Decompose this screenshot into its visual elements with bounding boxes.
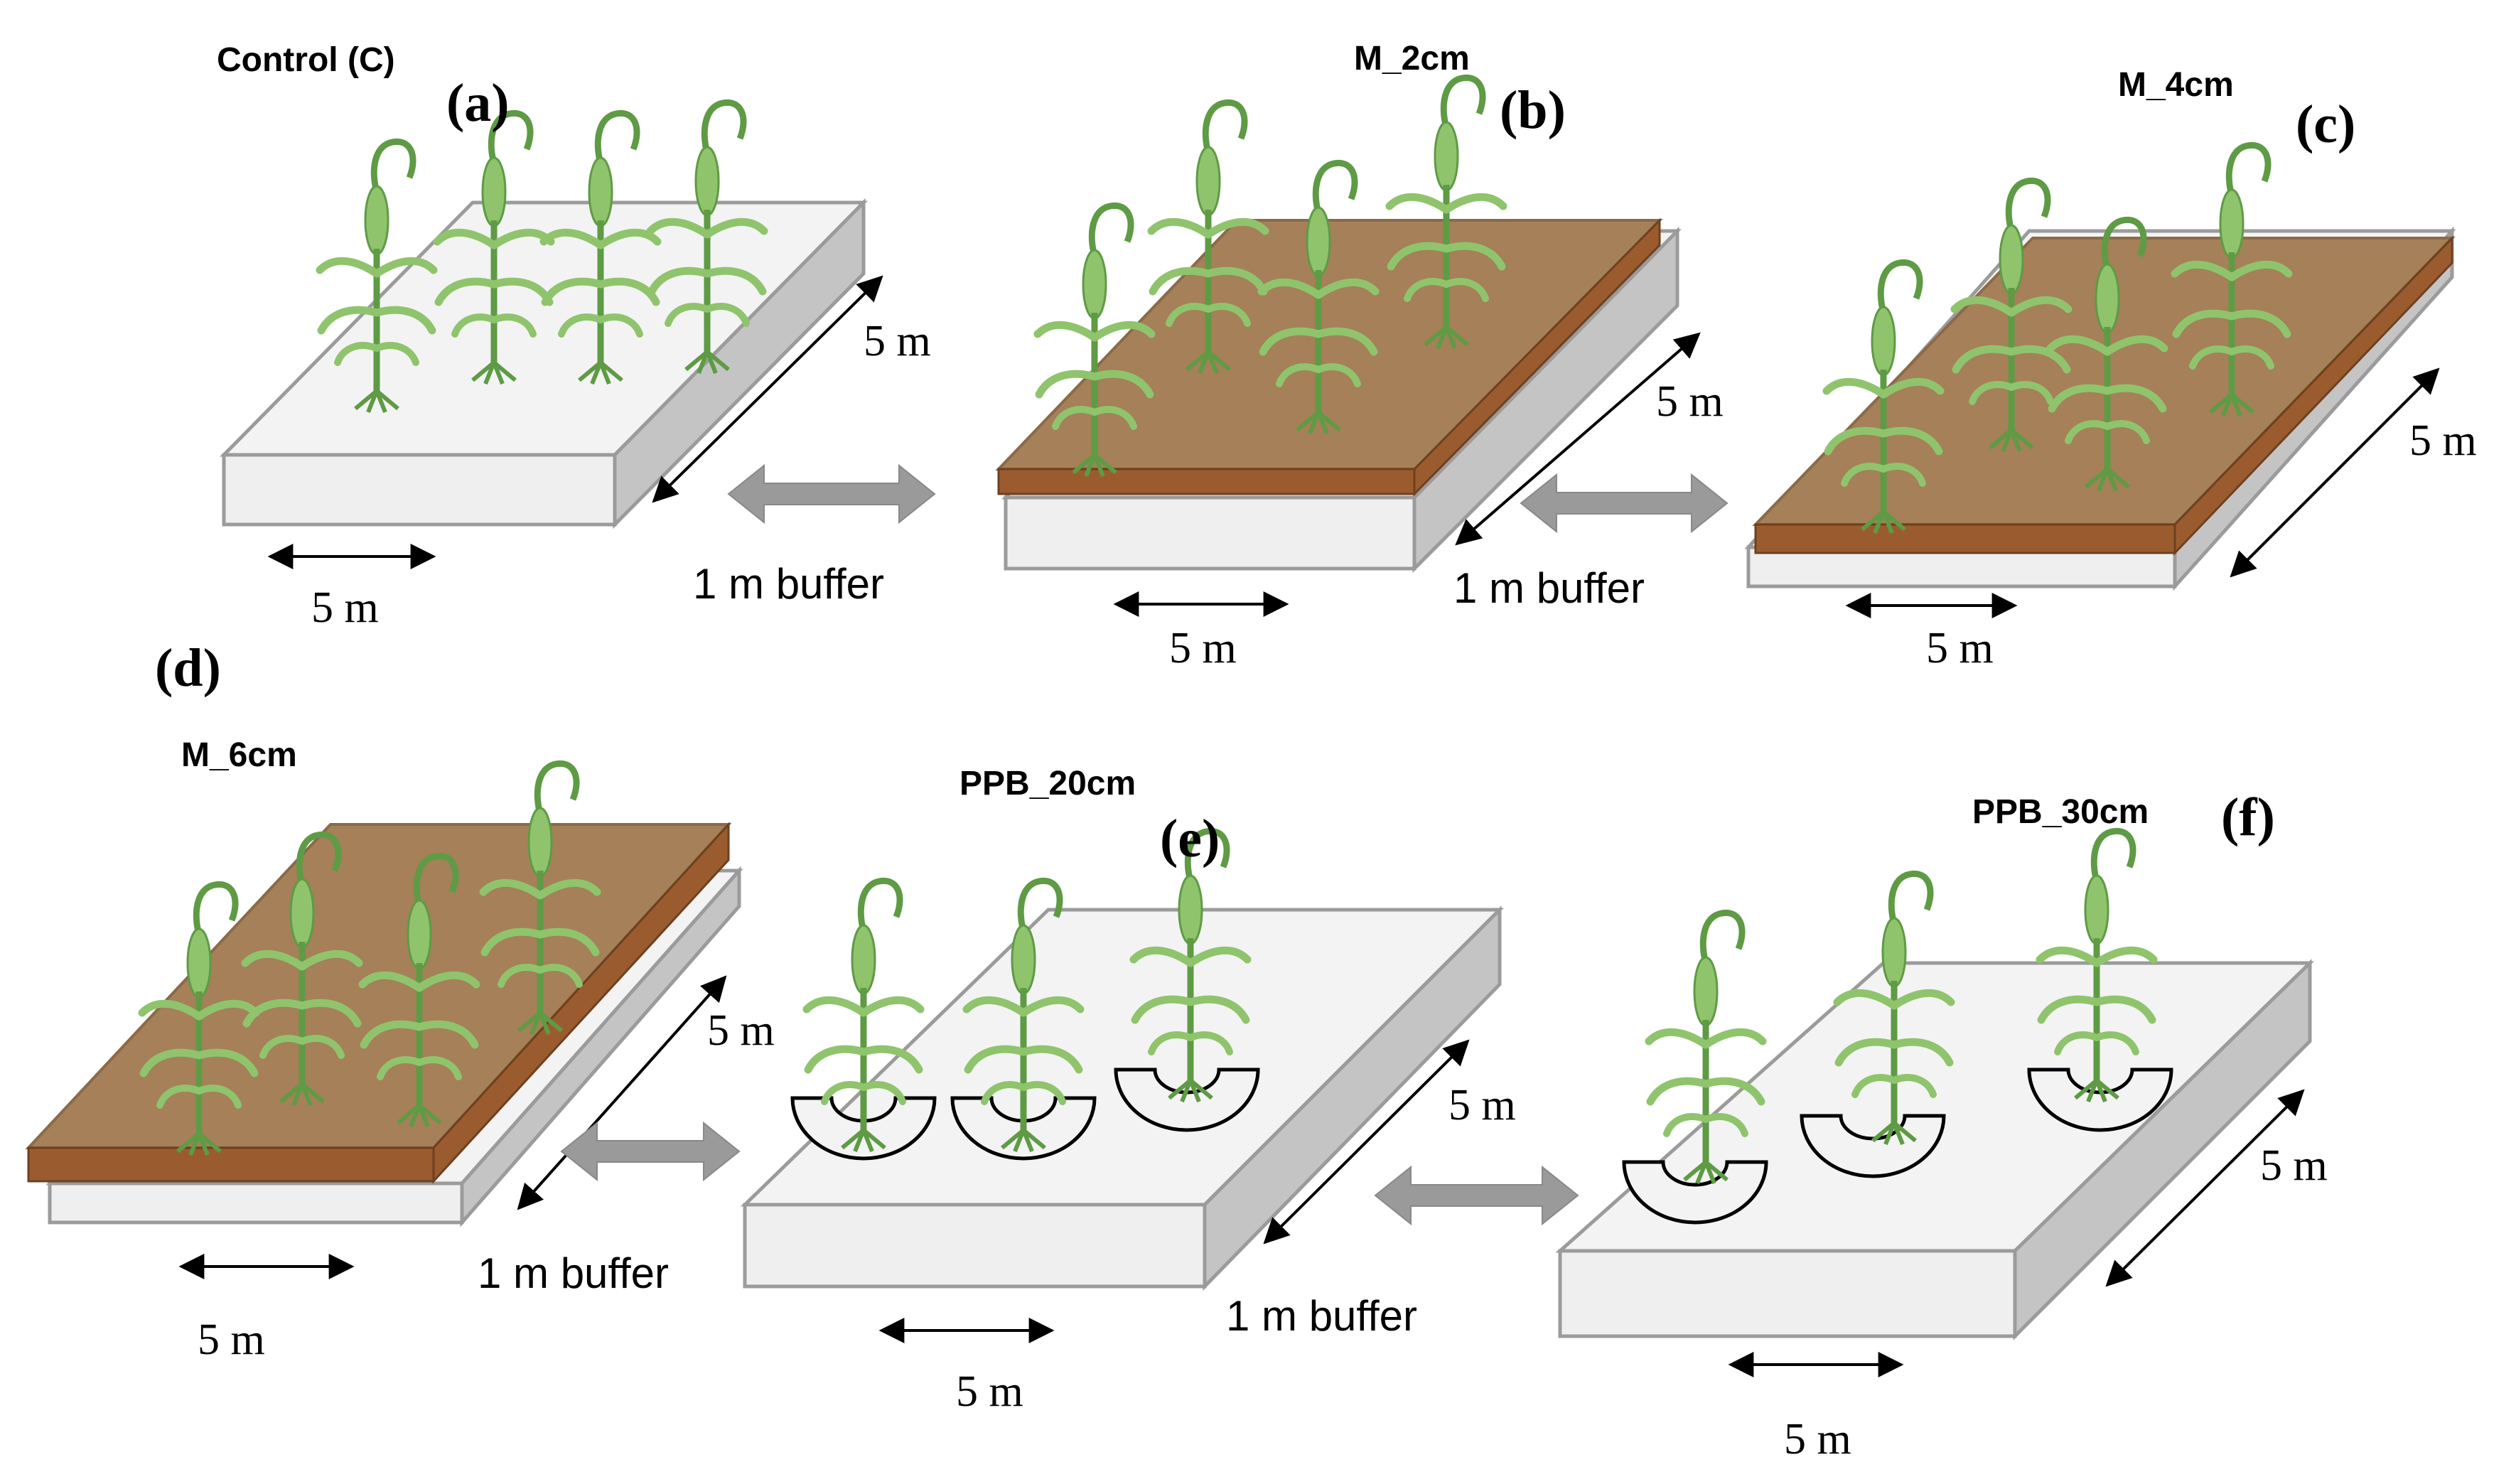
panel-f-ppb-30cm: PPB_30cm (f) 5 m 5 m <box>1555 787 2328 1463</box>
treatment-label-e: PPB_20cm <box>959 765 1136 802</box>
length-arrow-d <box>517 975 727 1210</box>
buffer-ef: 1 m buffer <box>1226 1165 1579 1340</box>
treatment-label-a: Control (C) <box>217 41 395 79</box>
length-arrow-f <box>2105 1089 2305 1287</box>
bed-a-front <box>222 453 617 527</box>
width-label-a: 5 m <box>311 584 379 632</box>
buffer-label-bc: 1 m buffer <box>1453 564 1645 612</box>
panel-a-control: Control (C) (a) 5 m 5 m <box>217 41 931 632</box>
buffer-arrow-icon <box>1374 1165 1579 1226</box>
treatment-label-f: PPB_30cm <box>1972 793 2149 831</box>
buffer-arrow-icon <box>727 463 936 525</box>
length-arrow-e <box>1263 1039 1470 1244</box>
length-arrow-a <box>652 275 883 503</box>
length-arrow-c <box>2230 367 2440 578</box>
panel-c-mulch-4cm: M_4cm (c) 5 m 5 m <box>1744 66 2477 672</box>
mulch-d-front <box>27 1146 435 1183</box>
length-label-d: 5 m <box>707 1006 775 1055</box>
buffer-arrow-icon <box>560 1121 741 1182</box>
length-arrow-b <box>1455 332 1701 546</box>
bed-e-front <box>743 1203 1207 1289</box>
width-label-d: 5 m <box>198 1316 265 1364</box>
width-label-c: 5 m <box>1926 624 1994 672</box>
buffer-label-ef: 1 m buffer <box>1226 1292 1417 1340</box>
treatment-label-c: M_4cm <box>2118 66 2234 104</box>
buffer-bc: 1 m buffer <box>1453 473 1729 612</box>
length-label-f: 5 m <box>2260 1141 2328 1190</box>
panel-b-mulch-2cm: M_2cm (b) 5 m 5 m <box>995 40 1724 672</box>
treatment-label-b: M_2cm <box>1354 40 1470 77</box>
width-label-b: 5 m <box>1169 624 1237 672</box>
bed-f-front <box>1558 1249 2017 1338</box>
buffer-de: 1 m buffer <box>478 1121 741 1297</box>
panel-letter-d: (d) <box>155 638 221 698</box>
panel-e-ppb-20cm: PPB_20cm (e) 5 m 5 m <box>740 765 1516 1416</box>
length-label-a: 5 m <box>864 317 931 365</box>
bed-d-front <box>48 1181 464 1225</box>
panel-letter-c: (c) <box>2296 95 2355 154</box>
panel-letter-a: (a) <box>446 73 510 133</box>
width-label-e: 5 m <box>956 1367 1023 1416</box>
panel-letter-b: (b) <box>1500 80 1566 140</box>
buffer-arrow-icon <box>1520 473 1729 534</box>
panel-d-mulch-6cm: (d) M_6cm 5 m 5 m <box>25 638 775 1364</box>
length-label-c: 5 m <box>2409 416 2477 465</box>
panel-letter-f: (f) <box>2221 787 2275 847</box>
width-label-f: 5 m <box>1784 1415 1851 1463</box>
buffer-label-de: 1 m buffer <box>478 1249 669 1297</box>
length-label-e: 5 m <box>1448 1081 1516 1129</box>
panel-letter-e: (e) <box>1160 809 1220 869</box>
bed-b-front <box>1004 495 1416 571</box>
buffer-label-ab: 1 m buffer <box>693 560 884 608</box>
mulch-b-front <box>997 468 1416 495</box>
treatment-label-d: M_6cm <box>181 736 297 774</box>
buffer-ab: 1 m buffer <box>693 463 936 608</box>
length-label-b: 5 m <box>1656 377 1724 426</box>
mulch-c-front <box>1754 523 2176 554</box>
